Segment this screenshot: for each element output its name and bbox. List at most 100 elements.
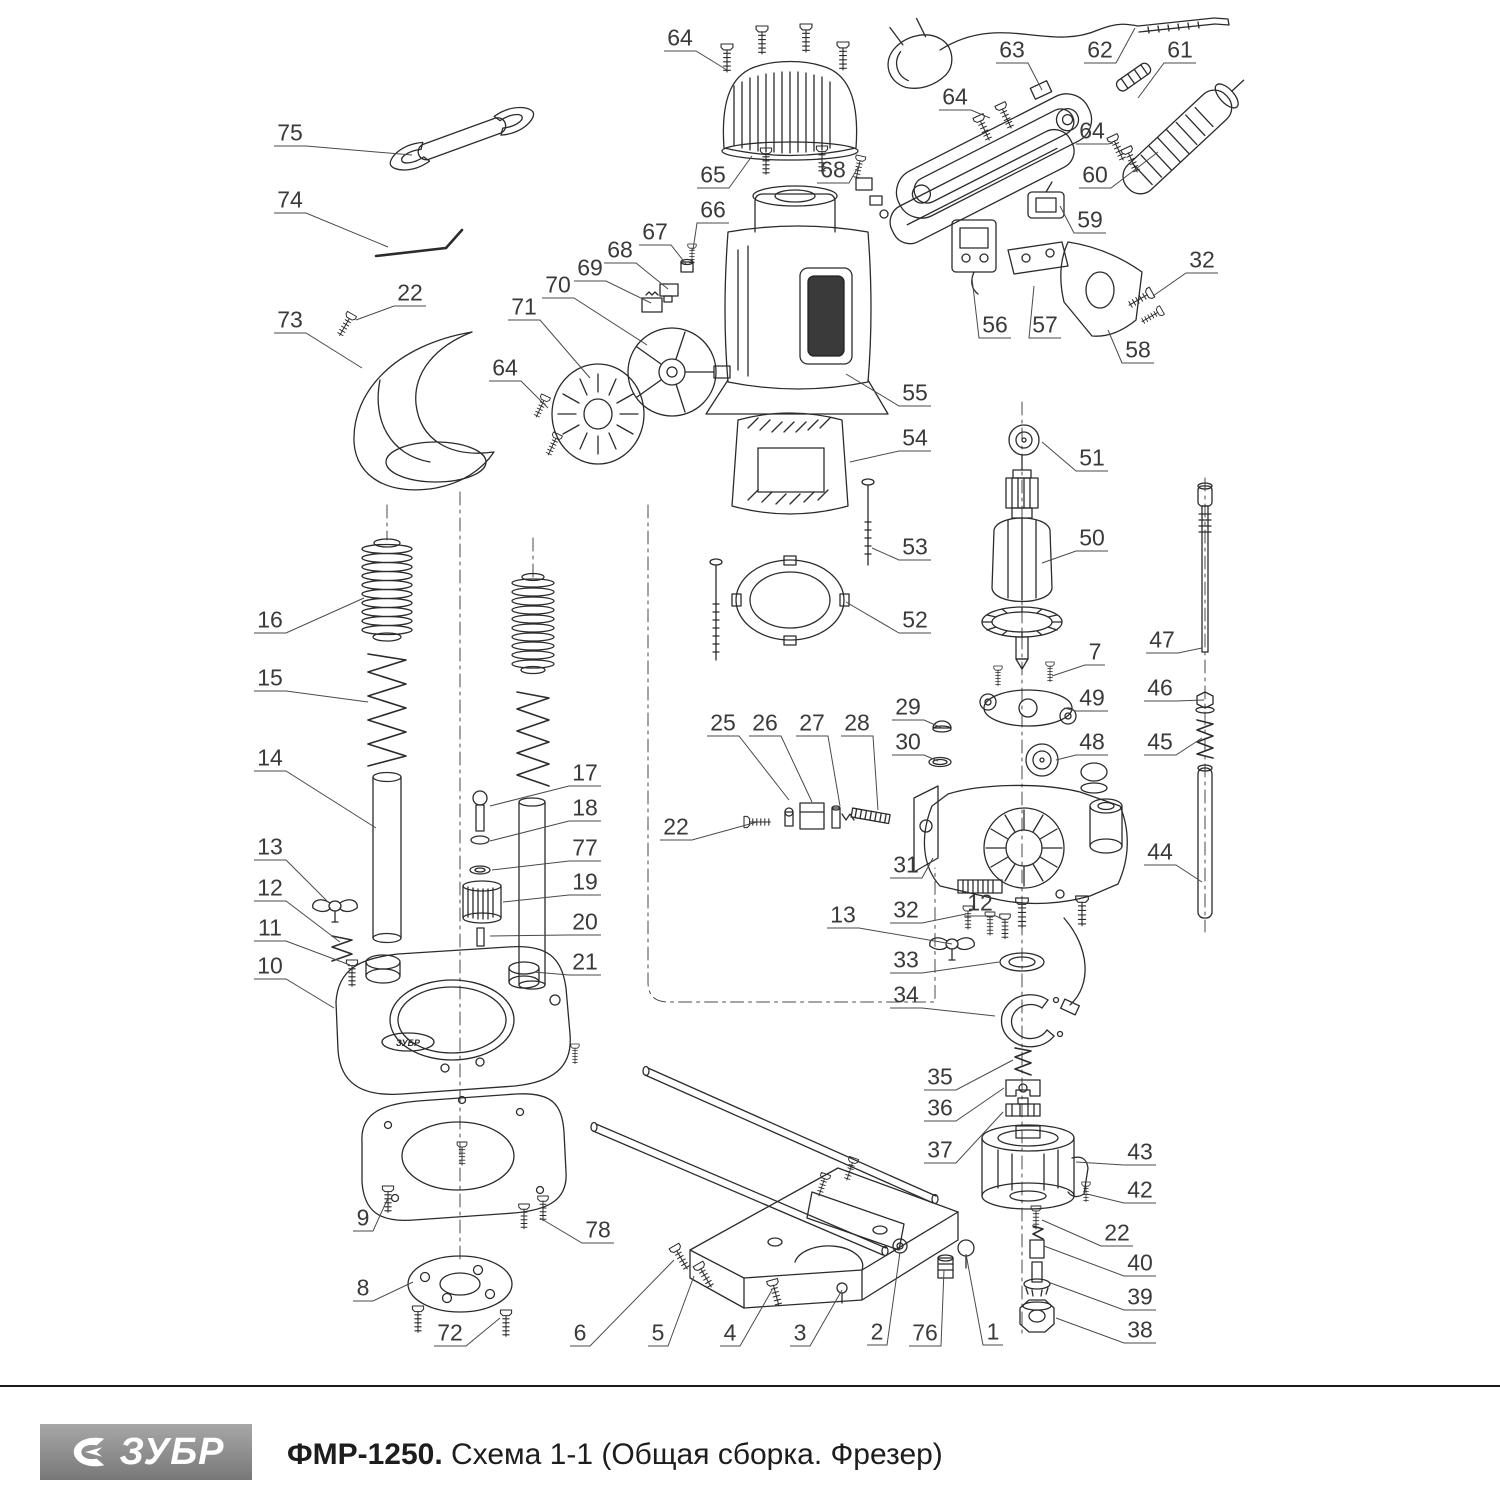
leader-line-45 [1144, 737, 1203, 756]
wire [1059, 917, 1086, 1016]
column-right [518, 797, 546, 990]
part-label-36: 36 [927, 1094, 953, 1121]
leader-line-38 [1055, 1317, 1156, 1344]
motor-housing [705, 177, 889, 415]
leader-line-71 [508, 319, 591, 379]
leader-line-47 [1146, 647, 1203, 654]
part-label-21: 21 [572, 948, 598, 975]
part-label-65: 65 [700, 161, 726, 188]
brush-holder-parts [641, 258, 694, 313]
bellows-right [511, 572, 555, 675]
part-label-55: 55 [902, 379, 928, 406]
sub-base-plate [361, 1093, 567, 1222]
part-label-12: 12 [257, 874, 283, 901]
part-label-28: 28 [844, 709, 870, 736]
spring-left [367, 653, 407, 767]
fan [627, 327, 731, 417]
leader-line-55 [845, 373, 931, 407]
part-label-66: 66 [700, 196, 726, 223]
part-label-19: 19 [572, 868, 598, 895]
handle-arm-upper [895, 93, 1093, 219]
part-label-63: 63 [999, 36, 1025, 63]
part-label-20: 20 [572, 908, 598, 935]
leader-line-77 [491, 860, 601, 871]
leader-line-64 [664, 50, 728, 71]
part-label-68: 68 [607, 236, 633, 263]
zubr-logo-icon [73, 1437, 104, 1467]
hex-key [374, 228, 464, 258]
leader-line-63 [996, 62, 1043, 91]
leader-line-73 [274, 332, 363, 369]
part-label-48: 48 [1079, 728, 1105, 755]
leader-line-48 [1055, 754, 1108, 761]
leader-line-36 [924, 1087, 1005, 1122]
brush-assembly [1023, 1225, 1051, 1297]
part-label-13: 13 [830, 901, 856, 928]
leader-line-53 [871, 547, 931, 561]
leader-line-50 [1041, 550, 1108, 564]
part-label-43: 43 [1127, 1138, 1153, 1165]
part-label-54: 54 [902, 424, 928, 451]
leader-line-6 [570, 1259, 675, 1347]
part-label-32: 32 [893, 896, 919, 923]
part-label-32: 32 [1189, 246, 1215, 273]
leader-line-17 [489, 785, 601, 807]
part-label-22: 22 [663, 813, 689, 840]
scheme-title: Схема 1-1 (Общая сборка. Фрезер) [442, 1438, 943, 1471]
part-label-56: 56 [982, 311, 1008, 338]
fan-cover [551, 363, 645, 465]
part-label-3: 3 [793, 1319, 807, 1346]
part-label-13: 13 [257, 833, 283, 860]
bearing-housing [913, 784, 1128, 905]
part-label-46: 46 [1147, 674, 1173, 701]
part-label-11: 11 [258, 914, 282, 941]
part-label-15: 15 [257, 664, 283, 691]
part-label-39: 39 [1127, 1283, 1153, 1310]
spindle-lock-parts [784, 802, 891, 830]
leader-line-20 [489, 934, 601, 937]
part-label-52: 52 [902, 606, 928, 633]
part-label-33: 33 [893, 946, 919, 973]
leader-line-64 [489, 380, 549, 409]
leader-line-76 [909, 1269, 945, 1347]
leader-line-32 [890, 913, 967, 924]
part-label-22: 22 [1104, 1219, 1130, 1246]
leader-line-75 [274, 145, 413, 156]
part-label-71: 71 [511, 293, 537, 320]
part-label-10: 10 [257, 952, 283, 979]
leader-line-16 [254, 597, 365, 634]
part-label-37: 37 [927, 1136, 953, 1163]
leader-line-1 [965, 1253, 1003, 1346]
part-label-44: 44 [1147, 838, 1173, 865]
lock-piece [1005, 1079, 1041, 1097]
leader-line-42 [1086, 1193, 1156, 1204]
leader-line-10 [254, 978, 335, 1009]
brush-cup [981, 1124, 1089, 1210]
leader-line-34 [890, 1007, 996, 1017]
leader-line-59 [1059, 205, 1106, 234]
lock-plate [1005, 1097, 1041, 1117]
leader-line-7 [1051, 664, 1105, 677]
leader-line-5 [648, 1275, 695, 1347]
handle-grip [1122, 79, 1245, 195]
leader-line-49 [1063, 707, 1108, 712]
leader-line-15 [254, 690, 369, 703]
part-label-35: 35 [927, 1063, 953, 1090]
cord-guard [1115, 62, 1152, 92]
part-label-60: 60 [1082, 161, 1108, 188]
part-label-27: 27 [799, 709, 825, 736]
leader-line-29 [892, 719, 943, 729]
base-brand-badge: ЗУБР [396, 1038, 421, 1048]
lock-ring [999, 952, 1045, 972]
leader-line-33 [890, 961, 1000, 974]
leader-line-4 [720, 1289, 773, 1347]
leader-line-70 [542, 297, 648, 346]
cap-29 [932, 720, 952, 733]
leader-line-61 [1137, 62, 1196, 99]
part-label-18: 18 [572, 794, 598, 821]
leader-line-51 [1041, 441, 1108, 472]
leader-line-18 [489, 820, 601, 842]
part-label-64: 64 [942, 83, 968, 110]
leader-line-30 [892, 754, 939, 762]
